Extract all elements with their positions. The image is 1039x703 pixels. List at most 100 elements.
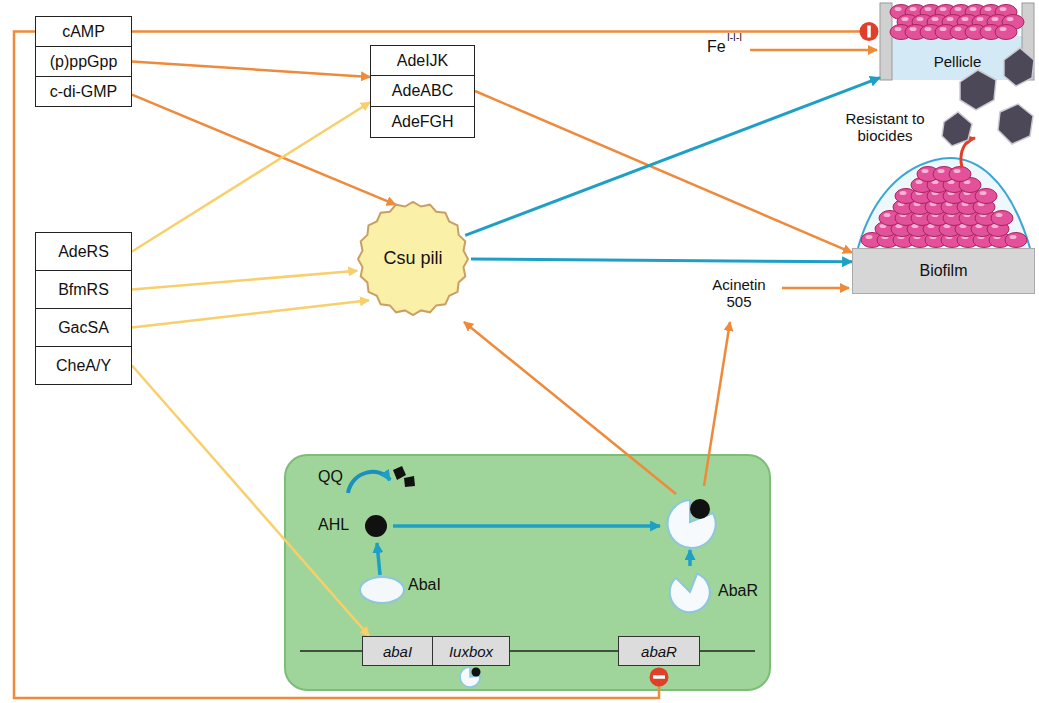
cell-highlight	[910, 27, 917, 31]
cell-highlight	[962, 17, 969, 21]
cell-highlight	[947, 17, 954, 21]
connector	[132, 300, 369, 327]
cell-highlight	[916, 180, 923, 184]
cell-highlight	[1007, 17, 1014, 21]
cell-highlight	[895, 27, 902, 31]
connector-line	[132, 62, 370, 77]
drawing-part	[404, 476, 415, 487]
cell-highlight	[895, 7, 902, 11]
inhibition-bar	[653, 675, 665, 679]
inhibition-symbol	[650, 668, 669, 687]
drawing-part	[890, 5, 1024, 40]
connector	[132, 366, 369, 637]
annotation-label: Acinetin 505	[700, 276, 778, 311]
cell-highlight	[985, 7, 992, 11]
regulator-box: CheA/Y	[35, 346, 132, 385]
cell-highlight	[940, 27, 947, 31]
cell-highlight	[1010, 235, 1017, 239]
inhibition-symbol	[860, 22, 879, 41]
cell-highlight	[884, 213, 891, 217]
inhibition-bar	[867, 25, 871, 37]
cell-highlight	[977, 17, 984, 21]
cell-highlight	[910, 7, 917, 11]
drawing-part	[393, 466, 406, 480]
cell-highlight	[902, 17, 909, 21]
biofilm-base: Biofilm	[852, 248, 1035, 294]
cell-highlight	[932, 17, 939, 21]
node-text: Csu pili	[383, 248, 442, 270]
pili-shape: Csu pili	[355, 200, 471, 318]
regulator-box: AdeFGH	[370, 106, 475, 138]
drawing-part	[360, 577, 404, 603]
cell-highlight	[1000, 7, 1007, 11]
connector-line	[475, 91, 852, 253]
annotation-label: I-I-I	[727, 32, 742, 44]
drawing-part	[942, 112, 972, 146]
regulator-box: BfmRS	[35, 270, 132, 309]
cell-highlight	[954, 169, 961, 173]
drawing-part	[348, 472, 390, 493]
regulator-box: AdeRS	[35, 232, 132, 271]
bacterial-cell	[995, 25, 1017, 40]
regulator-box: GacSA	[35, 308, 132, 347]
cell-highlight	[925, 7, 932, 11]
cell-highlight	[938, 169, 945, 173]
gene-box: abaI	[362, 636, 433, 666]
cell-highlight	[955, 27, 962, 31]
regulator-box: (p)ppGpp	[35, 46, 132, 77]
drawing-part	[892, 36, 1022, 80]
drawing-part	[688, 550, 692, 566]
cell-highlight	[970, 27, 977, 31]
bacterial-cell	[975, 189, 997, 204]
gene-box: Iuxbox	[432, 636, 510, 666]
regulator-box: AdeIJK	[370, 45, 475, 76]
pili-body	[358, 202, 468, 315]
connector-line	[132, 30, 860, 33]
connector-line	[14, 32, 659, 699]
annotation-label: AbaI	[408, 576, 441, 594]
node-text: Iuxbox	[449, 643, 493, 660]
node-text: GacSA	[58, 319, 109, 337]
quorum-sensing-cell	[285, 455, 770, 690]
node-text: (p)ppGpp	[50, 53, 118, 71]
cell-highlight	[1000, 27, 1007, 31]
cell-highlight	[985, 27, 992, 31]
cell-highlight	[922, 169, 929, 173]
cell-highlight	[996, 213, 1003, 217]
node-text: cAMP	[62, 23, 105, 41]
node-text: AdeABC	[392, 82, 453, 100]
annotation-label: Fe	[707, 38, 726, 56]
drawing-part	[690, 499, 710, 519]
cell-highlight	[940, 7, 947, 11]
connector	[132, 62, 370, 77]
cell-highlight	[980, 191, 987, 195]
node-text: c-di-GMP	[50, 83, 118, 101]
drawing-part	[861, 167, 1027, 248]
annotation-label: Resistant to biocides	[835, 110, 935, 145]
drawing-part	[661, 564, 718, 621]
annotation-label: QQ	[318, 468, 343, 486]
bacterial-cell	[1005, 233, 1027, 248]
drawing-part	[1004, 48, 1034, 86]
cell-highlight	[866, 235, 873, 239]
cell-highlight	[925, 27, 932, 31]
bacterial-cell	[949, 167, 971, 182]
connector	[465, 78, 880, 236]
node-text: AdeIJK	[397, 52, 449, 70]
connector	[475, 91, 852, 253]
connector	[132, 22, 879, 41]
drawing-part	[668, 500, 716, 548]
connector-line	[465, 78, 880, 236]
gene-box: abaR	[618, 636, 700, 666]
regulator-to-acinetin-arrow	[704, 322, 730, 486]
bacterial-cell	[991, 211, 1013, 226]
drawing-part	[377, 543, 380, 575]
annotation-label: AHL	[318, 516, 349, 534]
pellicle-panel: Pellicle	[880, 3, 1035, 80]
connector	[132, 271, 357, 290]
drawing-part	[393, 524, 660, 528]
node-text: BfmRS	[58, 281, 109, 299]
node-text: CheA/Y	[56, 357, 111, 375]
